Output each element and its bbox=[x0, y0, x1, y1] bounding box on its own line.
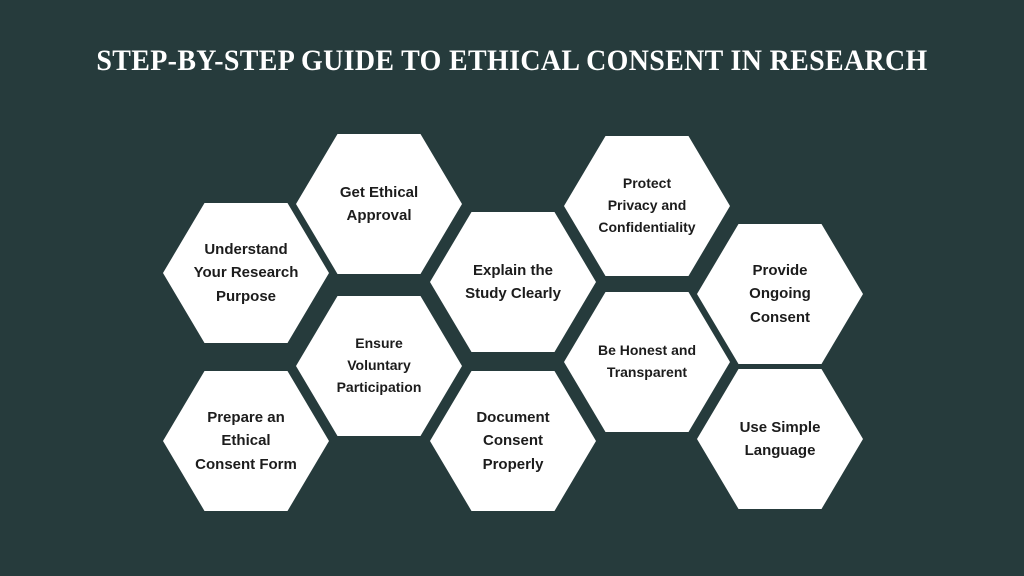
hex-label-document-consent-properly: Document Consent Properly bbox=[476, 409, 550, 473]
hex-label-explain-the-study-clearly: Explain the Study Clearly bbox=[465, 261, 561, 302]
hex-label-use-simple-language: Use Simple Language bbox=[739, 418, 821, 459]
hex-label-provide-ongoing-consent: Provide Ongoing Consent bbox=[749, 262, 811, 326]
hex-label-understand-your-research-purpose: Understand Your Research Purpose bbox=[193, 241, 299, 305]
hex-cell-ensure-voluntary-participation[interactable]: Ensure Voluntary Participation bbox=[296, 296, 462, 436]
hex-cell-provide-ongoing-consent[interactable]: Provide Ongoing Consent bbox=[697, 224, 863, 364]
hex-label-get-ethical-approval: Get Ethical Approval bbox=[339, 183, 419, 224]
hex-label-ensure-voluntary-participation: Ensure Voluntary Participation bbox=[336, 335, 422, 395]
hex-cell-explain-the-study-clearly[interactable]: Explain the Study Clearly bbox=[430, 212, 596, 352]
hex-cell-use-simple-language[interactable]: Use Simple Language bbox=[697, 369, 863, 509]
page-title: STEP-BY-STEP GUIDE TO ETHICAL CONSENT IN… bbox=[96, 44, 928, 77]
hex-cell-document-consent-properly[interactable]: Document Consent Properly bbox=[430, 371, 596, 511]
hex-label-protect-privacy-and-confidentiality: Protect Privacy and Confidentiality bbox=[598, 175, 696, 235]
hex-cell-prepare-an-ethical-consent-form[interactable]: Prepare an Ethical Consent Form bbox=[163, 371, 329, 511]
hex-cell-understand-your-research-purpose[interactable]: Understand Your Research Purpose bbox=[163, 203, 329, 343]
hex-cell-be-honest-and-transparent[interactable]: Be Honest and Transparent bbox=[564, 292, 730, 432]
hex-cell-protect-privacy-and-confidentiality[interactable]: Protect Privacy and Confidentiality bbox=[564, 136, 730, 276]
hex-cell-get-ethical-approval[interactable]: Get Ethical Approval bbox=[296, 134, 462, 274]
hex-label-prepare-an-ethical-consent-form: Prepare an Ethical Consent Form bbox=[195, 409, 297, 473]
hex-label-be-honest-and-transparent: Be Honest and Transparent bbox=[597, 342, 696, 380]
